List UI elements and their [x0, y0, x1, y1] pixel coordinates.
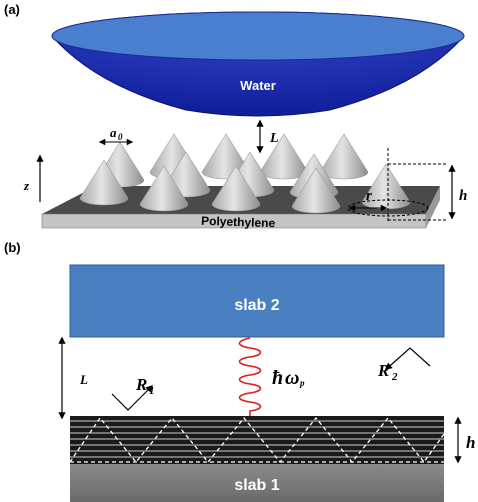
photon-subscript: p	[299, 378, 305, 388]
period-label: a	[110, 125, 117, 140]
reflection-r1: R 1	[111, 375, 155, 411]
substrate-label: Polyethylene	[201, 214, 276, 231]
cone-dimensions: r h	[347, 148, 467, 222]
period-subscript: 0	[118, 132, 123, 142]
slab-2: slab 2	[69, 264, 445, 338]
period-marker: a 0	[98, 125, 134, 146]
polyethylene-substrate: Polyethylene	[41, 186, 440, 231]
height-label-b: h	[466, 433, 475, 452]
water-drop: Water	[51, 11, 465, 117]
r1-label: R	[135, 375, 147, 394]
r2-label: R	[377, 361, 389, 380]
slab-1: slab 1	[69, 416, 445, 502]
panel-b: (b) slab 2 L R 1 R 2 ħ ω	[4, 240, 475, 502]
gap-label: L	[269, 131, 279, 146]
distance-label: L	[79, 372, 88, 387]
photon-omega: ω	[285, 367, 299, 389]
panel-a-label: (a)	[4, 2, 20, 17]
layer-height-marker: h	[454, 416, 475, 464]
r2-subscript: 2	[391, 371, 398, 383]
gap-arrow: L	[256, 119, 279, 154]
r1-subscript: 1	[149, 385, 155, 397]
radius-label: r	[366, 188, 372, 204]
z-axis: z	[23, 154, 44, 202]
distance-arrow: L	[58, 336, 88, 420]
height-label-a: h	[459, 188, 467, 204]
z-axis-label: z	[23, 178, 30, 193]
photon-wave: ħ ω p	[238, 337, 305, 416]
cone	[319, 133, 369, 180]
slab-2-label: slab 2	[234, 297, 279, 314]
slab-1-label: slab 1	[234, 477, 279, 494]
cone	[259, 133, 309, 180]
panel-b-label: (b)	[4, 240, 21, 255]
reflection-r2: R 2	[377, 347, 431, 383]
water-label: Water	[240, 78, 276, 93]
photon-hbar: ħ	[272, 367, 283, 389]
panel-a: (a) Water L Polyethylene	[4, 2, 467, 230]
